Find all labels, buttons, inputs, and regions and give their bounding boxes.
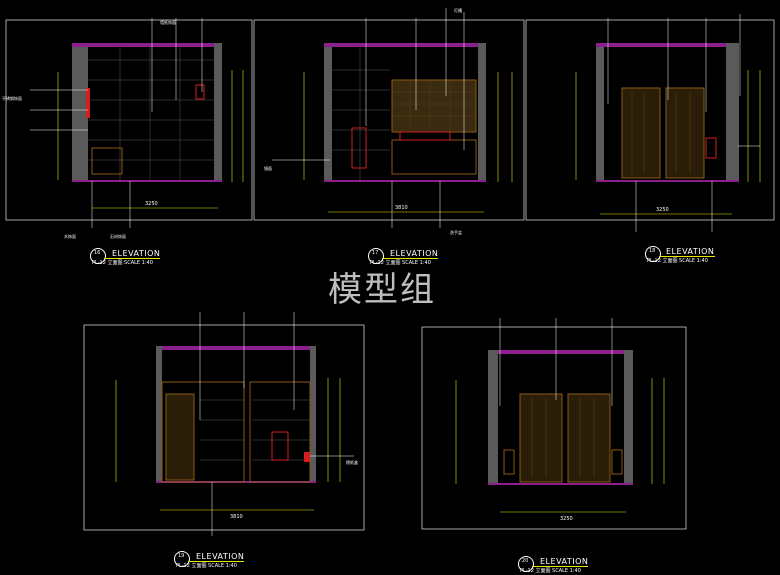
view-title: ELEVATION: [112, 249, 161, 258]
callout-label: 石材饰面: [110, 234, 126, 239]
view-title: ELEVATION: [390, 249, 439, 258]
view-title: ELEVATION: [666, 247, 715, 256]
view-subtitle: PL-12 立面图 SCALE 1:40: [176, 563, 237, 569]
view-number: 19: [178, 553, 185, 559]
view-number: 17: [372, 250, 379, 256]
view-subtitle: PL-12 立面图 SCALE 1:40: [647, 258, 708, 264]
view-title: ELEVATION: [196, 552, 245, 561]
elevation-19: 3810: [115, 312, 354, 536]
dim-17-total: 3810: [395, 205, 408, 211]
callout-label: 不锈钢饰面: [2, 96, 22, 101]
elevation-20: 3250: [455, 318, 665, 522]
callout-label: 墙纸饰面: [160, 20, 176, 25]
view-number: 18: [649, 248, 656, 254]
callout-label: 洗手盆: [450, 230, 462, 235]
dim-20-total: 3250: [560, 516, 573, 522]
callout-label: 灯槽: [454, 8, 462, 13]
dim-16-total: 3250: [145, 201, 158, 207]
watermark-text: 模型组: [328, 270, 436, 310]
view-number: 16: [94, 250, 101, 256]
view-subtitle: PL-12 立面图 SCALE 1:40: [370, 260, 431, 266]
callout-label: 镜面: [264, 166, 272, 171]
view-title: ELEVATION: [540, 557, 589, 566]
sheet-frames: [5, 19, 775, 531]
callout-label: 擦纸盒: [346, 460, 358, 465]
dim-18-total: 3250: [656, 207, 669, 213]
callout-label: 木饰面: [64, 234, 76, 239]
view-subtitle: PL-12 立面图 SCALE 1:40: [92, 260, 153, 266]
view-number: 20: [522, 558, 529, 564]
elevation-17: 3810: [272, 8, 513, 228]
view-subtitle: PL-12 立面图 SCALE 1:40: [520, 568, 581, 574]
elevation-16: 3250: [30, 18, 244, 228]
elevation-18: 3250: [575, 14, 761, 232]
dim-19-total: 3810: [230, 514, 243, 520]
